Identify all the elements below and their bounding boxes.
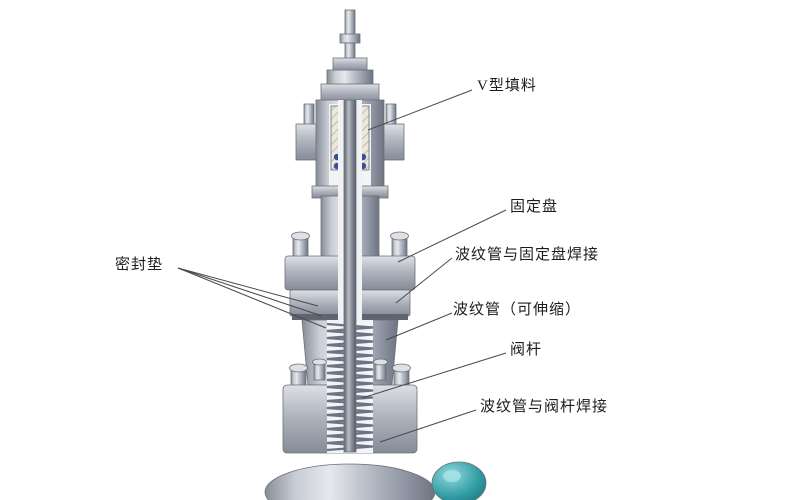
lower-bolt-inner-left-head	[312, 358, 327, 366]
bellows-coil	[326, 322, 374, 452]
label-bellows-fixed-plate-weld: 波纹管与固定盘焊接	[455, 247, 600, 263]
leader-line-seal-gasket-2	[177, 267, 323, 317]
label-v-packing: V型填料	[477, 78, 537, 94]
valve-stem-rod	[343, 99, 357, 453]
flange-bolt-right-head	[390, 231, 409, 241]
gland-ring-1	[326, 69, 374, 86]
flange-bolt-left-head	[291, 231, 310, 241]
bottom-body	[264, 463, 436, 500]
leader-line-fixed-plate	[397, 209, 507, 263]
leader-line-valve-stem	[361, 352, 507, 399]
leader-line-bellows-fixed-plate-weld	[395, 257, 453, 304]
valve-body-group	[264, 9, 487, 500]
label-bellows-extensible: 波纹管（可伸缩）	[453, 302, 582, 318]
leader-line-bellows-extensible	[385, 312, 453, 341]
label-fixed-plate: 固定盘	[510, 199, 559, 215]
label-valve-stem: 阀杆	[510, 342, 543, 358]
label-seal-gasket: 密封垫	[115, 257, 164, 273]
leader-line-v-packing	[367, 89, 473, 131]
lower-bolt-right-head	[392, 363, 411, 373]
gland-ring-2	[320, 83, 380, 103]
packing-nut	[332, 57, 368, 72]
leader-line-seal-gasket-3	[177, 267, 327, 329]
leader-line-bellows-stem-weld	[379, 409, 477, 443]
stem-tip	[344, 9, 356, 37]
label-bellows-stem-weld: 波纹管与阀杆焊接	[480, 399, 609, 415]
lower-bolt-left-head	[289, 363, 308, 373]
leader-line-seal-gasket-1	[177, 267, 319, 307]
seat-ring-teal	[431, 461, 487, 500]
stem-upper	[344, 42, 356, 60]
leader-lines-group	[177, 89, 507, 443]
seat-ring-highlight	[443, 470, 461, 482]
lower-bolt-inner-right-head	[373, 358, 388, 366]
stem-collar	[339, 33, 361, 44]
